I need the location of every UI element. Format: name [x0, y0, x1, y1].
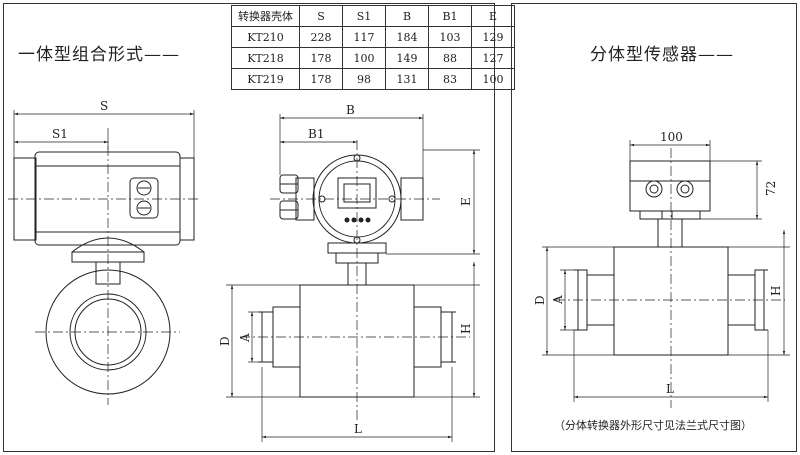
key-button	[358, 217, 364, 223]
screw-right	[388, 195, 396, 203]
dim-label-a: A	[238, 333, 252, 343]
dim-label-e: E	[459, 197, 473, 206]
key-button	[365, 217, 371, 223]
split-sensor-view	[542, 140, 790, 408]
table-cell: 149	[385, 47, 429, 69]
dim-label-s: S	[100, 99, 108, 113]
integrated-type-title: 一体型组合形式——	[18, 45, 180, 65]
dim-label-b: B	[346, 103, 355, 117]
dim-label-height: 72	[764, 181, 778, 196]
integrated-front-view	[226, 114, 480, 442]
dim-label-h: H	[459, 324, 473, 334]
cable-gland-lower	[136, 200, 152, 216]
table-cell: 178	[299, 47, 343, 69]
table-cell: 100	[342, 47, 386, 69]
dim-label-b1: B1	[308, 127, 324, 141]
table-cell: 98	[342, 68, 386, 90]
table-cell: KT210	[231, 26, 300, 48]
cable-gland-panel	[129, 177, 159, 219]
dim-label-d: D	[218, 336, 232, 346]
cable-gland-upper	[136, 180, 152, 196]
dim-label-l: L	[666, 382, 674, 396]
dim-label-a: A	[551, 295, 565, 305]
split-type-title: 分体型传感器——	[590, 45, 734, 65]
junction-box-base	[639, 210, 701, 220]
cable-gland-right	[676, 180, 694, 198]
table-header-cell: S1	[342, 5, 386, 27]
table-cell: 100	[471, 68, 515, 90]
junction-box-cover	[629, 160, 711, 182]
dim-label-s1: S1	[52, 127, 68, 141]
dim-label-h: H	[769, 286, 783, 296]
table-cell: 83	[428, 68, 472, 90]
dim-label-width: 100	[660, 130, 683, 144]
cable-gland-left	[645, 180, 663, 198]
split-converter-note: （分体转换器外形尺寸见法兰式尺寸图）	[554, 419, 752, 432]
converter-dimension-table: 转换器壳体 S S1 B B1 E KT210 228 117 184 103 …	[231, 5, 515, 90]
table-cell: KT219	[231, 68, 300, 90]
table-row: KT219 178 98 131 83 100	[231, 68, 515, 90]
neck-tube	[657, 218, 683, 248]
split-type-panel	[511, 3, 797, 452]
table-cell: 178	[299, 68, 343, 90]
key-button	[344, 217, 350, 223]
dim-label-d: D	[533, 295, 547, 305]
dim-label-l: L	[354, 422, 362, 436]
junction-box	[629, 180, 711, 212]
key-button	[351, 217, 357, 223]
integrated-side-view	[8, 110, 200, 405]
table-header-row: 转换器壳体 S S1 B B1 E	[231, 5, 515, 27]
